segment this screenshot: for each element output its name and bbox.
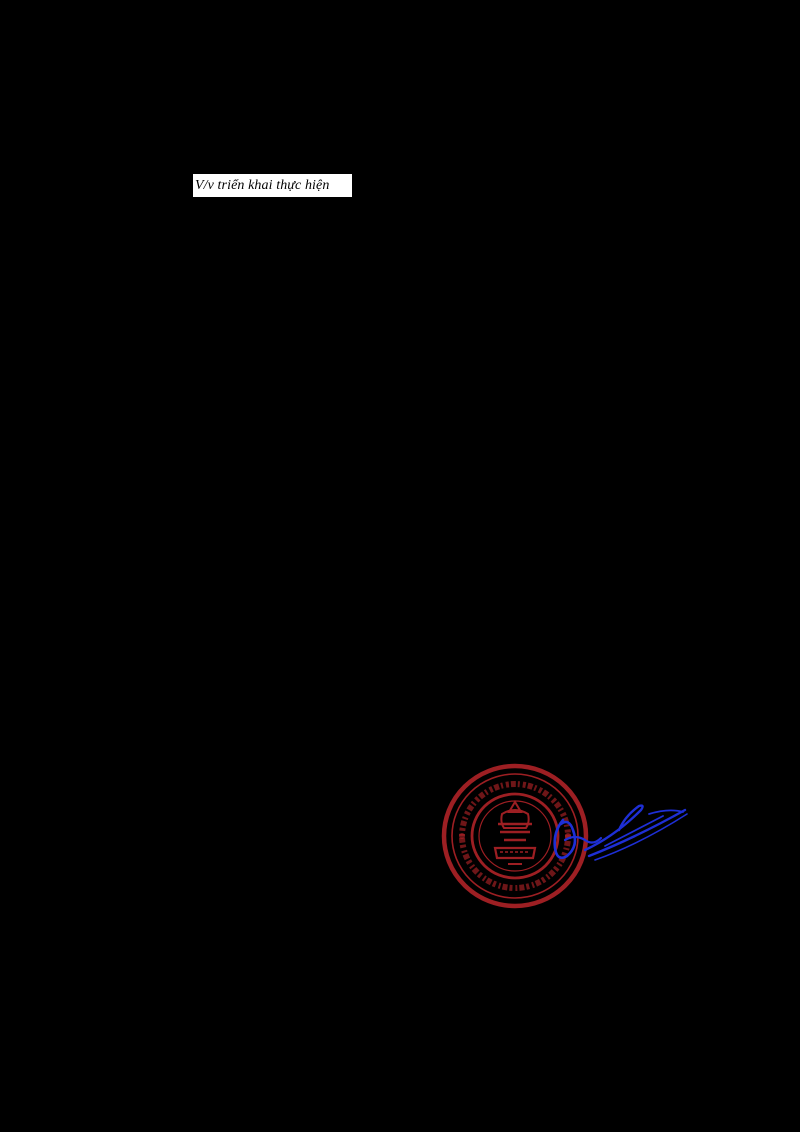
subject-line-box: V/v triển khai thực hiện (193, 174, 352, 197)
handwritten-signature (553, 804, 688, 861)
subject-line: V/v triển khai thực hiện (195, 177, 330, 193)
official-seal (441, 763, 589, 909)
